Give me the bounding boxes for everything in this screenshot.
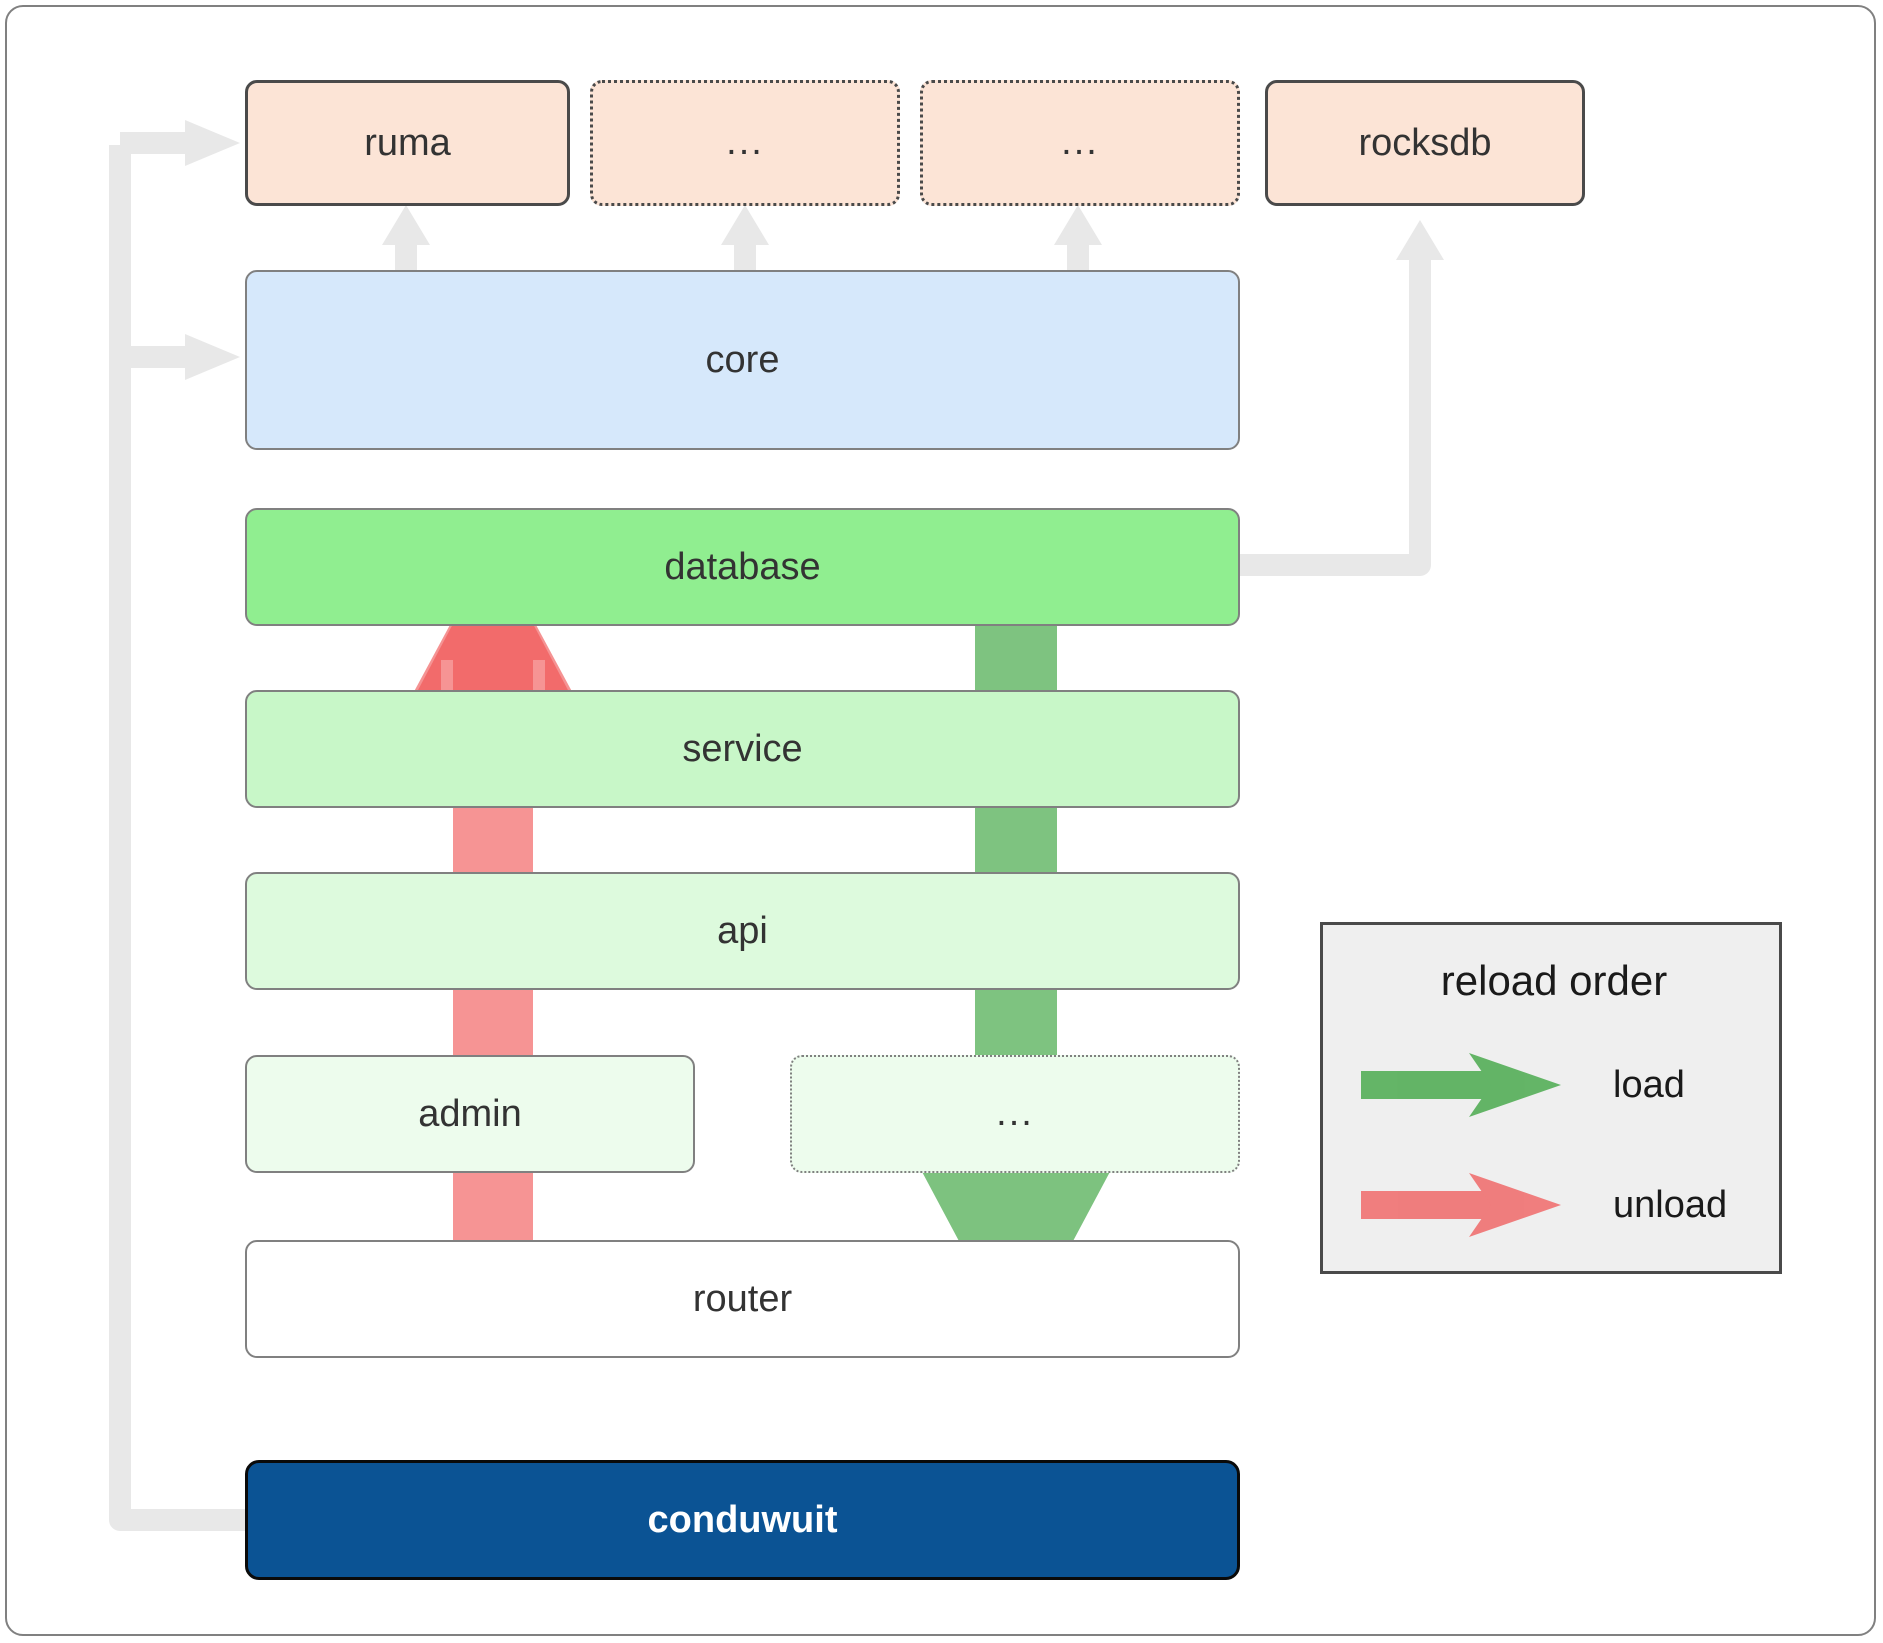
legend-row-load: load <box>1323 1045 1785 1125</box>
node-api[interactable]: api <box>245 872 1240 990</box>
unload-arrow-icon <box>1361 1173 1561 1237</box>
connector-database-to-rocksdb <box>1240 220 1444 576</box>
node-admin[interactable]: admin <box>245 1055 695 1173</box>
node-dep-ellipsis-2-label: ... <box>1061 121 1099 164</box>
node-conduwuit-label: conduwuit <box>647 1498 838 1541</box>
node-layer-ellipsis-label: ... <box>996 1092 1034 1135</box>
legend-panel: reload order load unload <box>1320 922 1782 1274</box>
connector-to-core <box>120 334 240 380</box>
connector-core-to-dep2 <box>721 205 769 270</box>
node-conduwuit[interactable]: conduwuit <box>245 1460 1240 1580</box>
node-core[interactable]: core <box>245 270 1240 450</box>
node-ruma[interactable]: ruma <box>245 80 570 206</box>
node-service-label: service <box>682 727 803 770</box>
node-router[interactable]: router <box>245 1240 1240 1358</box>
node-router-label: router <box>692 1277 793 1320</box>
connector-core-to-ruma <box>382 205 430 270</box>
node-admin-label: admin <box>418 1092 522 1135</box>
node-dep-ellipsis-1[interactable]: ... <box>590 80 900 206</box>
connector-conduwuit-trunk <box>109 145 245 1531</box>
node-rocksdb[interactable]: rocksdb <box>1265 80 1585 206</box>
node-database[interactable]: database <box>245 508 1240 626</box>
node-api-label: api <box>717 909 768 952</box>
legend-label-unload: unload <box>1613 1183 1728 1226</box>
node-rocksdb-label: rocksdb <box>1358 121 1492 164</box>
node-layer-ellipsis[interactable]: ... <box>790 1055 1240 1173</box>
legend-title: reload order <box>1440 957 1668 1004</box>
node-database-label: database <box>664 545 821 588</box>
load-arrow-icon <box>1361 1053 1561 1117</box>
node-service[interactable]: service <box>245 690 1240 808</box>
node-dep-ellipsis-2[interactable]: ... <box>920 80 1240 206</box>
node-ruma-label: ruma <box>364 121 451 164</box>
node-dep-ellipsis-1-label: ... <box>726 121 764 164</box>
connector-to-ruma <box>120 120 240 166</box>
legend-label-load: load <box>1613 1063 1685 1106</box>
node-core-label: core <box>705 338 780 381</box>
connector-core-to-dep3 <box>1054 205 1102 270</box>
legend-row-unload: unload <box>1323 1165 1785 1245</box>
unload-arrow-head <box>398 548 588 728</box>
